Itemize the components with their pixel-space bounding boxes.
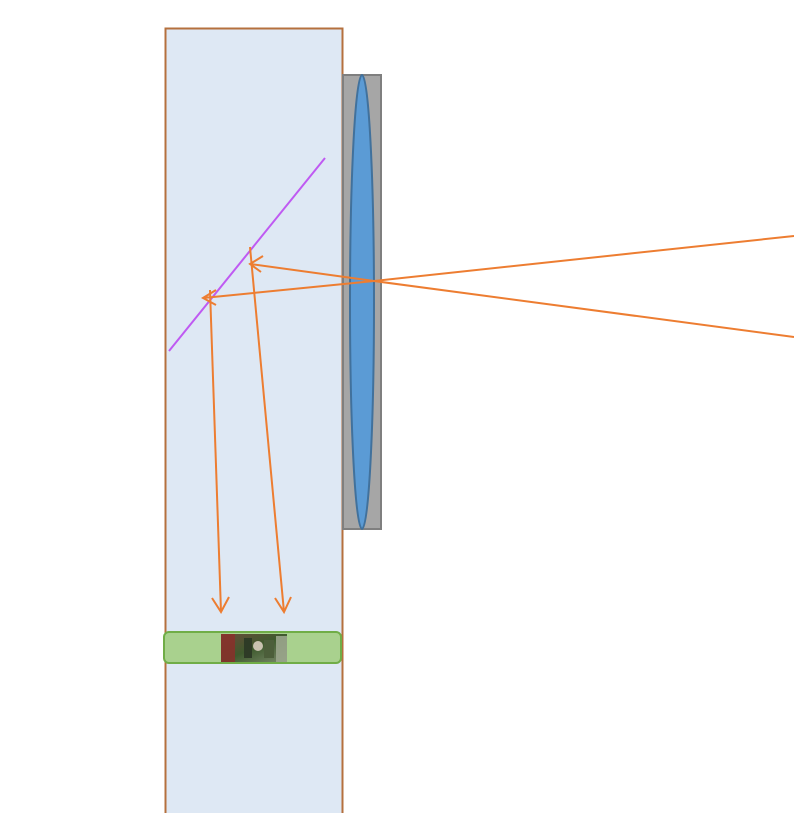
ray-to-mirror-upper <box>249 263 375 282</box>
arrowhead-sensor-right <box>274 596 292 615</box>
arrowhead-mirror-upper <box>248 255 264 273</box>
reflected-ray-left <box>209 289 222 613</box>
mirror-icon <box>168 157 326 352</box>
incoming-ray-lower <box>373 280 794 338</box>
lens-to-mirror-rays <box>200 255 375 306</box>
arrowhead-sensor-left <box>211 596 230 614</box>
reflected-ray-right <box>249 246 285 613</box>
camera-body <box>164 27 344 813</box>
ray-to-mirror-lower <box>202 280 375 299</box>
incoming-rays <box>373 235 794 338</box>
arrowhead-mirror-lower <box>200 289 217 306</box>
lens <box>349 74 375 530</box>
incoming-ray-upper <box>373 235 794 282</box>
reflected-rays <box>209 246 292 615</box>
projected-image-icon <box>221 634 287 662</box>
